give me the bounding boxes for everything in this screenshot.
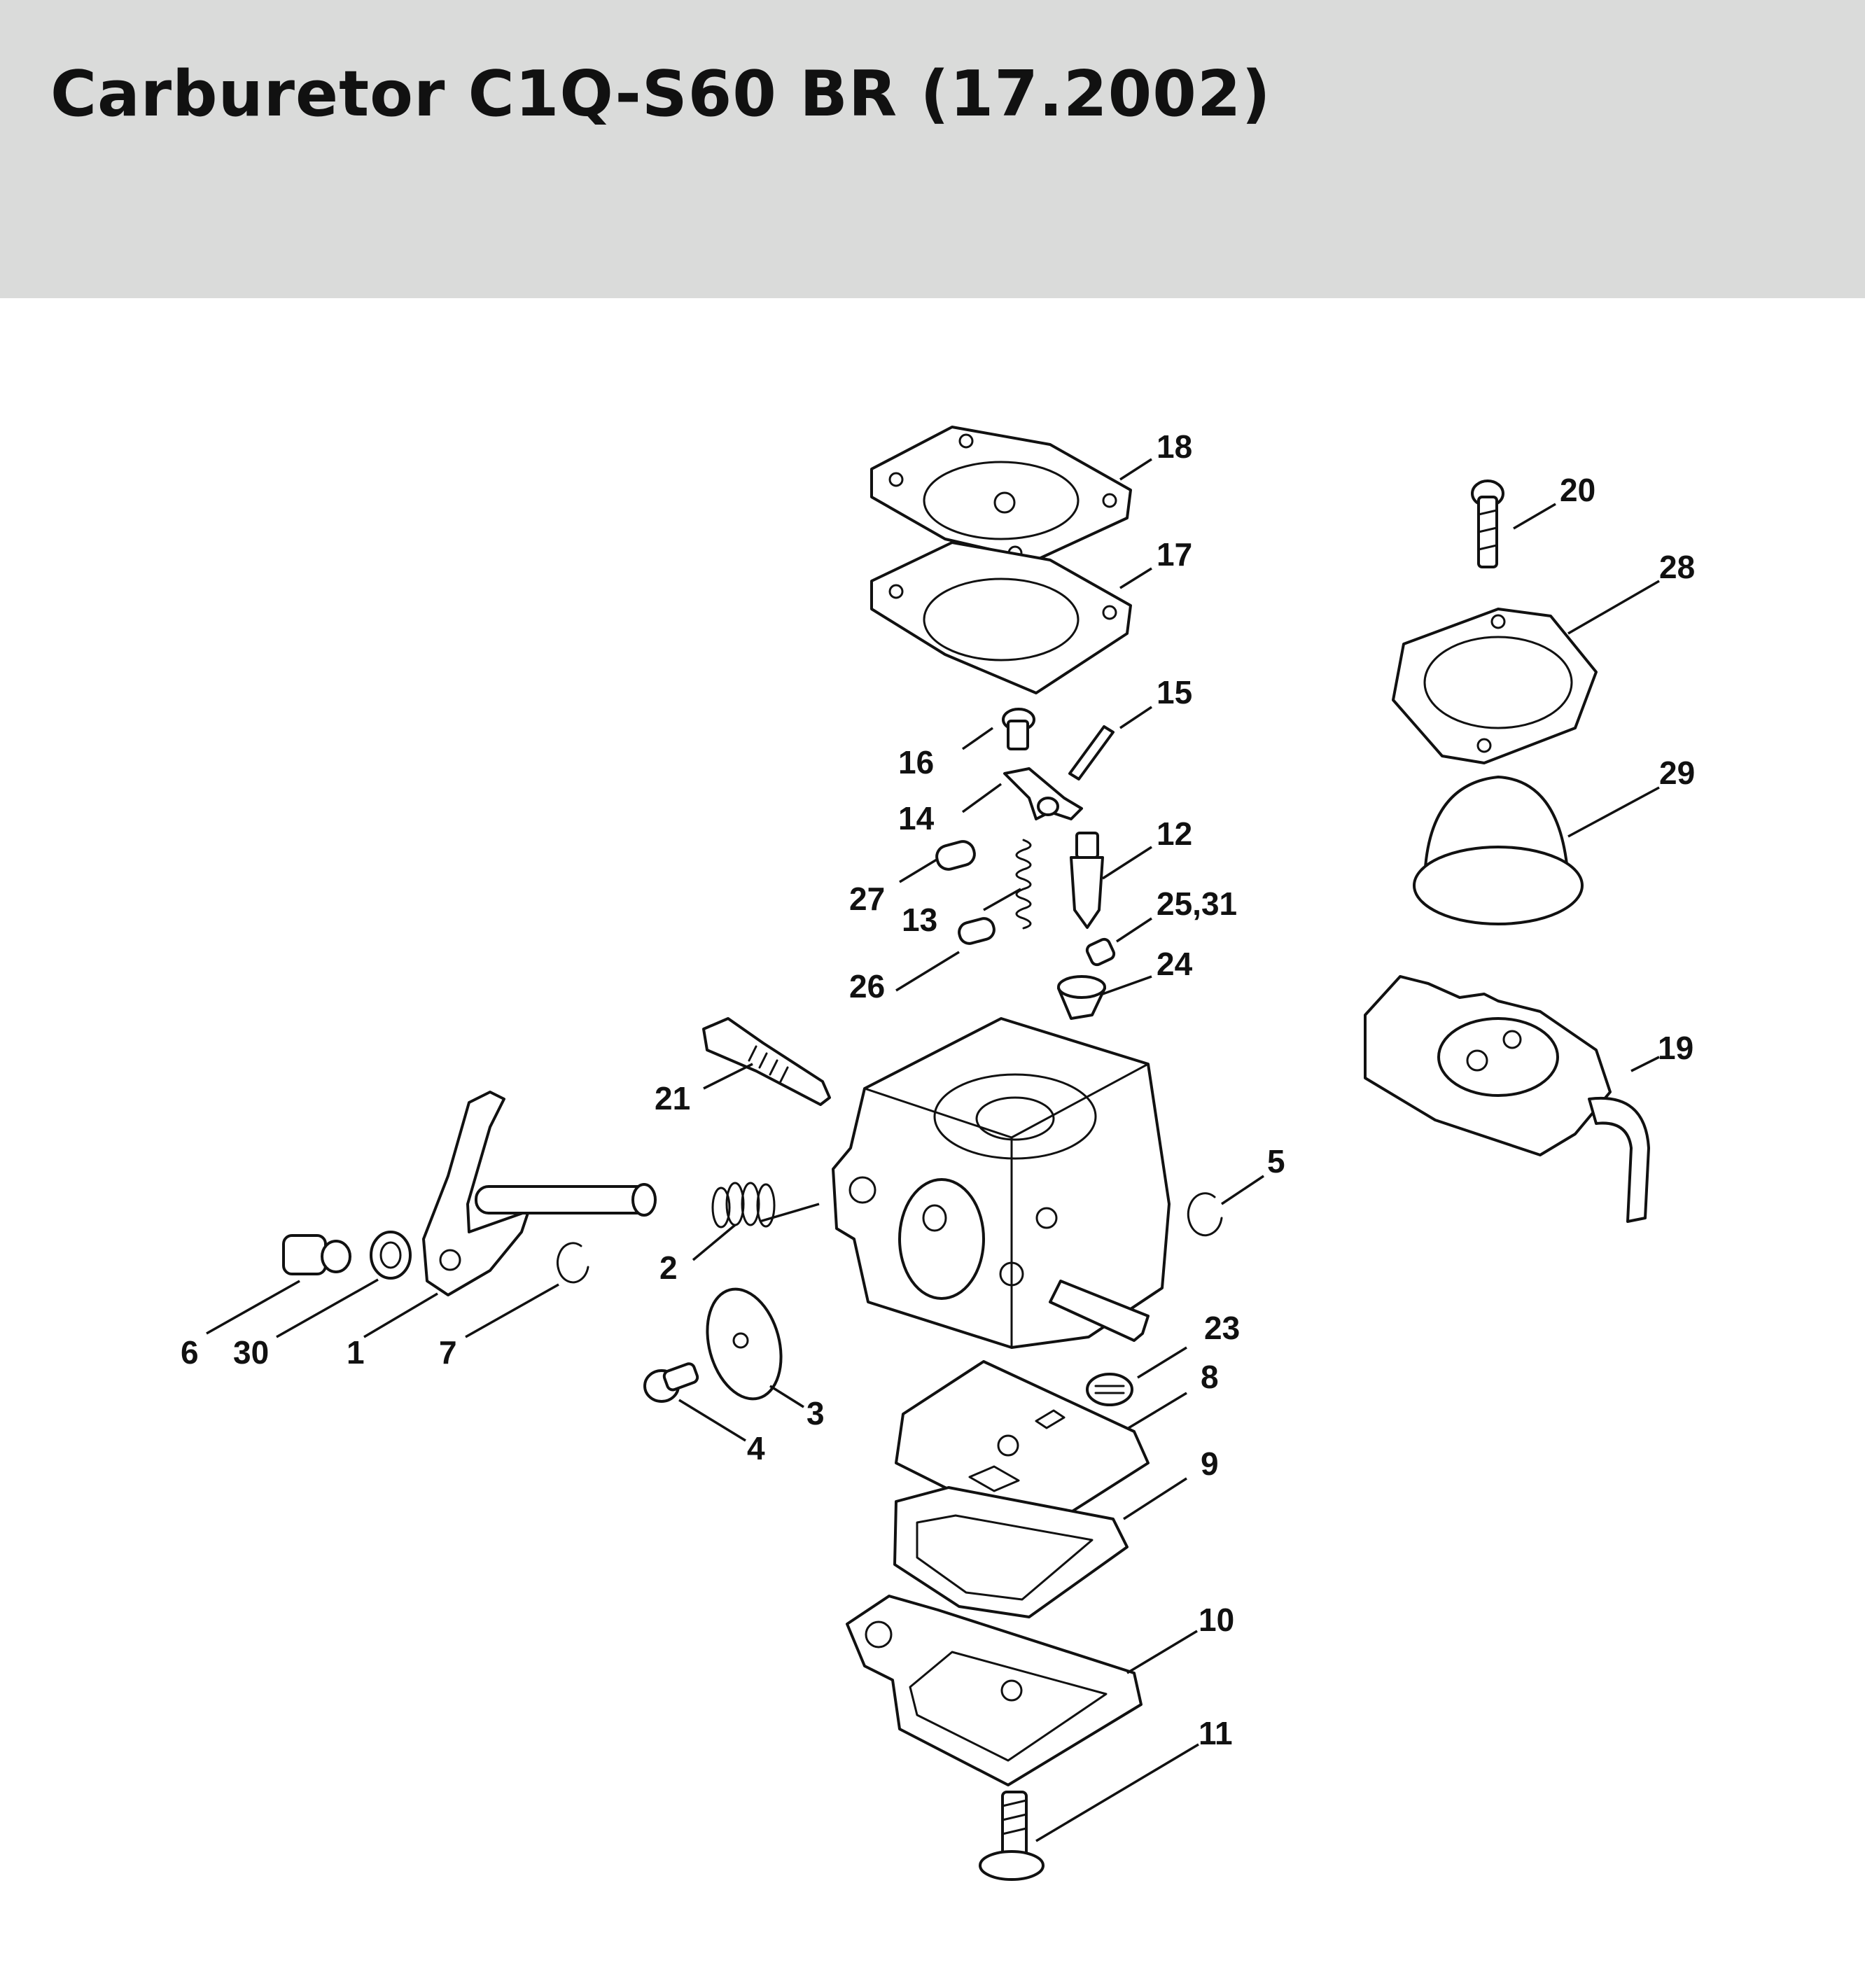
- callout-24: 24: [1157, 946, 1193, 982]
- page-title: Carburetor C1Q-S60 BR (17.2002): [50, 57, 1271, 131]
- part-21-adjusting-screw: [702, 1017, 831, 1106]
- part-18-diaphragm: [870, 426, 1132, 561]
- part-1-throttle-shaft: [422, 1091, 657, 1296]
- callout-20: 20: [1560, 472, 1595, 508]
- callout-2: 2: [659, 1250, 678, 1286]
- part-4-screw: [643, 1362, 699, 1403]
- callout-25-31: 25,31: [1157, 886, 1237, 922]
- callout-1: 1: [347, 1334, 365, 1371]
- callout-12: 12: [1157, 816, 1192, 852]
- callout-23: 23: [1204, 1310, 1240, 1346]
- part-24-bushing: [1057, 975, 1106, 1020]
- part-2-spring: [711, 1182, 776, 1228]
- part-30-washer: [370, 1231, 412, 1280]
- part-9-gasket: [893, 1486, 1129, 1618]
- callout-16: 16: [898, 744, 934, 780]
- callout-13: 13: [902, 902, 937, 938]
- part-27-plug: [935, 840, 976, 871]
- callout-labels: 18 17 15 16 14 12 27 13 25,31 26 24 21 2…: [181, 428, 1695, 1751]
- part-5-clip: [1187, 1192, 1223, 1237]
- callout-17: 17: [1157, 536, 1192, 573]
- part-15-pin: [1068, 725, 1115, 780]
- callout-27: 27: [849, 881, 885, 917]
- header-band: [0, 0, 1865, 298]
- callout-3: 3: [806, 1395, 825, 1432]
- leader-lines: [206, 458, 1660, 1842]
- callout-8: 8: [1201, 1359, 1219, 1395]
- part-7-clip: [557, 1242, 589, 1284]
- part-14-inlet-lever: [1003, 767, 1083, 820]
- carburetor-body: [832, 1017, 1171, 1349]
- callout-11: 11: [1199, 1715, 1233, 1751]
- part-29-primer-bulb: [1413, 776, 1584, 925]
- part-23-strainer: [1086, 1373, 1133, 1406]
- callout-4: 4: [747, 1430, 765, 1466]
- callout-28: 28: [1659, 549, 1695, 585]
- part-13-spring: [1015, 839, 1032, 930]
- part-16-screw: [1002, 708, 1035, 750]
- part-3-plate: [706, 1287, 783, 1401]
- part-26-plug: [958, 917, 996, 945]
- part-28-gasket: [1392, 608, 1598, 764]
- part-6-cap: [282, 1234, 351, 1275]
- callout-15: 15: [1157, 674, 1192, 710]
- callout-19: 19: [1658, 1030, 1693, 1066]
- callout-21: 21: [655, 1080, 690, 1116]
- callout-14: 14: [898, 800, 935, 836]
- part-12-inlet-needle: [1070, 832, 1104, 929]
- part-11-screw: [979, 1791, 1045, 1881]
- callout-26: 26: [849, 968, 885, 1004]
- part-17-gasket: [870, 541, 1132, 694]
- callout-18: 18: [1157, 428, 1192, 465]
- part-19-pump-housing: [1364, 975, 1650, 1223]
- callout-7: 7: [439, 1334, 457, 1371]
- callout-6: 6: [181, 1334, 199, 1371]
- part-10-cover: [846, 1595, 1143, 1786]
- callout-5: 5: [1267, 1143, 1285, 1180]
- callout-29: 29: [1659, 755, 1695, 791]
- part-20-screw: [1471, 479, 1504, 568]
- callout-10: 10: [1199, 1602, 1234, 1638]
- part-25-31-seat: [1085, 937, 1116, 967]
- part-8-pump-diaphragm: [895, 1360, 1150, 1513]
- callout-30: 30: [233, 1334, 269, 1371]
- callout-9: 9: [1201, 1446, 1219, 1482]
